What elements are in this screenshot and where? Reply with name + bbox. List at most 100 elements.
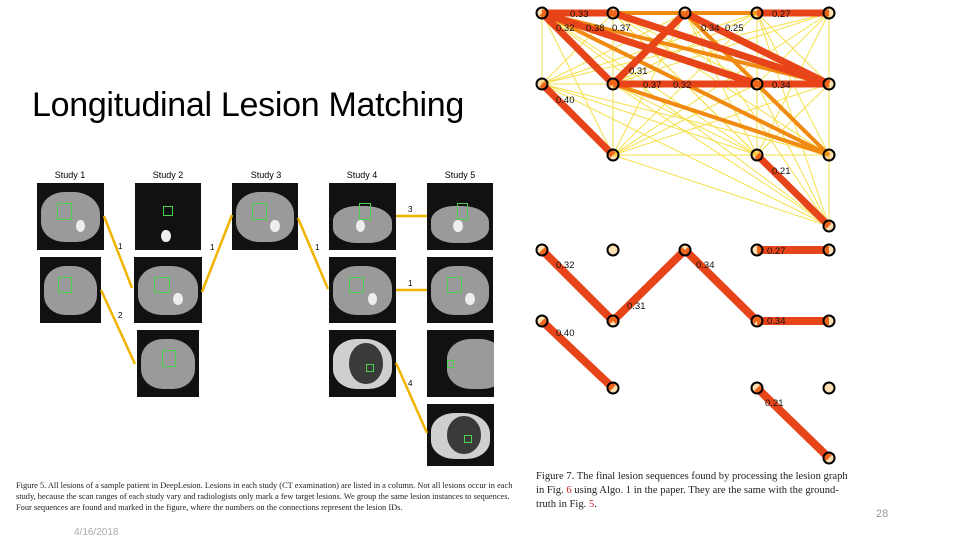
edge-weight-label: 0.38 (586, 23, 605, 34)
connection-label: 1 (315, 243, 320, 252)
ct-image (329, 257, 396, 323)
graph-node (535, 77, 549, 91)
graph-edge-weak (756, 12, 830, 85)
graph-node (535, 243, 549, 257)
sequence-edge (539, 247, 616, 324)
edge-weight-label: 0.34 (772, 80, 791, 91)
study-5-label: Study 5 (444, 170, 476, 180)
graph-node (678, 6, 692, 20)
study-2-label: Study 2 (152, 170, 184, 180)
final-sequences-graph (535, 243, 836, 465)
edge-weight-label: 0.34 (767, 316, 786, 327)
slide-date: 4/16/2018 (74, 527, 119, 538)
graph-node (750, 6, 764, 20)
connection-label: 1 (210, 243, 215, 252)
study-4-label: Study 4 (346, 170, 378, 180)
edge-weight-label: 0.37 (612, 23, 631, 34)
lesion-connector (99, 289, 137, 365)
edge-weight-label: 0.34 (696, 260, 715, 271)
sequence-edge (610, 247, 688, 324)
figure-5-link[interactable]: 5 (588, 499, 595, 510)
graph-node (606, 381, 620, 395)
caption-text: Figure 7. The final lesion sequences fou… (536, 471, 848, 496)
connection-label: 2 (118, 311, 123, 320)
graph-node (750, 314, 764, 328)
ct-image (329, 330, 396, 397)
edge-weight-label: 0.34 (701, 23, 720, 34)
edge-weight-label: 0.27 (772, 9, 791, 20)
ct-image (427, 330, 494, 397)
lesion-connector (394, 362, 429, 434)
graph-node (822, 219, 836, 233)
sequence-edge (539, 318, 616, 391)
edge-weight-label: 0.37 (643, 80, 662, 91)
graph-node (606, 314, 620, 328)
edge-weight-label: 0.32 (556, 260, 575, 271)
graph-edge-strong (683, 9, 831, 88)
ct-image (134, 257, 202, 323)
caption-text: . (594, 499, 597, 510)
graph-node (822, 148, 836, 162)
study-3-label: Study 3 (250, 170, 282, 180)
figure-5-caption: Figure 5. All lesions of a sample patien… (16, 481, 513, 512)
graph-node (822, 77, 836, 91)
study-1-label: Study 1 (54, 170, 86, 180)
edge-weight-label: 0.31 (629, 66, 648, 77)
graph-edge-medium (612, 82, 830, 157)
graph-node (606, 77, 620, 91)
graph-node (606, 243, 620, 257)
ct-image (135, 183, 201, 250)
ct-image (137, 330, 199, 397)
graph-node (750, 381, 764, 395)
graph-edge-strong (539, 81, 616, 158)
graph-node (822, 381, 836, 395)
graph-edge-weak (541, 83, 758, 156)
ct-image (40, 257, 101, 323)
edge-weight-label: 0.21 (765, 398, 784, 409)
ct-image (427, 257, 493, 323)
ct-image (37, 183, 104, 250)
graph-edge-strong (611, 9, 831, 88)
graph-edge-weak (612, 154, 830, 227)
connection-label: 4 (408, 379, 413, 388)
graph-edge-strong (539, 10, 616, 87)
graph-node (606, 148, 620, 162)
edge-weight-label: 0.31 (627, 301, 646, 312)
figure-6-link[interactable]: 6 (566, 485, 572, 496)
graph-edge-medium (541, 11, 830, 86)
graph-edge-weak (612, 83, 758, 156)
graph-node (678, 243, 692, 257)
slide-number: 28 (876, 508, 889, 520)
edge-weight-label: 0.40 (556, 95, 575, 106)
graph-node (750, 243, 764, 257)
graph-node (750, 148, 764, 162)
graph-node (606, 6, 620, 20)
slide-title: Longitudinal Lesion Matching (32, 86, 465, 124)
connection-label: 3 (408, 205, 413, 214)
graph-edge-strong (754, 152, 832, 229)
caption-text: using Algo. 1 in the paper. They are the… (536, 485, 839, 510)
figure-5-connectors (99, 214, 429, 434)
ct-image (427, 183, 493, 250)
graph-edge-strong (610, 10, 688, 87)
lesion-graph (535, 6, 836, 233)
graph-node (535, 314, 549, 328)
edge-weight-label: 0.40 (556, 328, 575, 339)
edge-weight-label: 0.32 (673, 80, 692, 91)
graph-node (535, 6, 549, 20)
edge-weight-label: 0.33 (570, 9, 589, 20)
lesion-connector (102, 215, 134, 289)
edge-weight-label: 0.27 (767, 246, 786, 257)
ct-image (232, 183, 298, 250)
ct-image (329, 183, 396, 250)
ct-image (427, 404, 494, 466)
graph-node (822, 314, 836, 328)
graph-node (822, 451, 836, 465)
lesion-connector (200, 214, 234, 293)
sequence-edge (682, 247, 760, 324)
connection-label: 1 (118, 242, 123, 251)
edge-weight-label: 0.21 (772, 166, 791, 177)
lesion-connector (296, 217, 330, 290)
edge-weight-label: 0.32 (556, 23, 575, 34)
